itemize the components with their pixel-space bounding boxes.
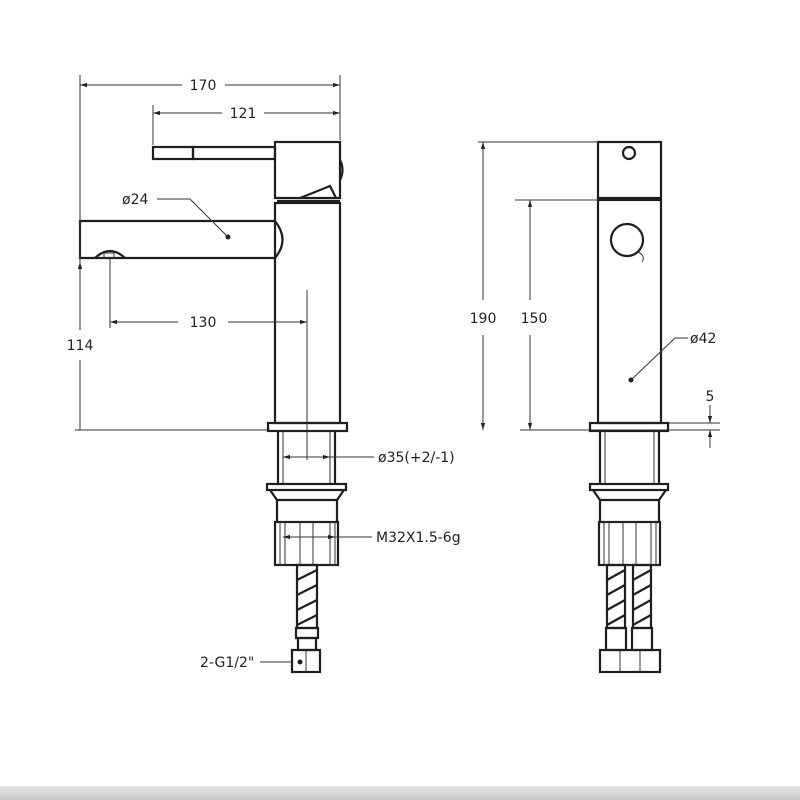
side-view: 170 121 ø24 130 114 [67,75,461,674]
dim-overall-length: 170 [190,78,217,94]
spout [78,219,284,260]
handle-front [596,140,663,200]
front-view: 190 150 ø42 5 [470,140,720,674]
body-front [596,198,663,425]
mounting-assembly [265,421,349,674]
dim-handle-reach: 121 [230,106,257,122]
dim-thread: M32X1.5-6g [376,530,461,546]
footer-bar [0,786,800,800]
dim-base-thickness: 5 [706,389,715,405]
dim-spout-diameter: ø24 [122,192,148,208]
dim-hole-diameter: ø35(+2/-1) [378,450,455,466]
dim-hose-connection: 2-G1/2" [200,655,254,671]
mounting-assembly-front [588,421,670,674]
handle [151,140,344,200]
knob [609,222,645,258]
dim-total-height: 190 [470,311,497,327]
dim-spout-height: 114 [67,338,94,354]
dim-spout-reach: 130 [190,315,217,331]
dim-body-height: 150 [521,311,548,327]
dim-body-diameter: ø42 [690,331,716,347]
